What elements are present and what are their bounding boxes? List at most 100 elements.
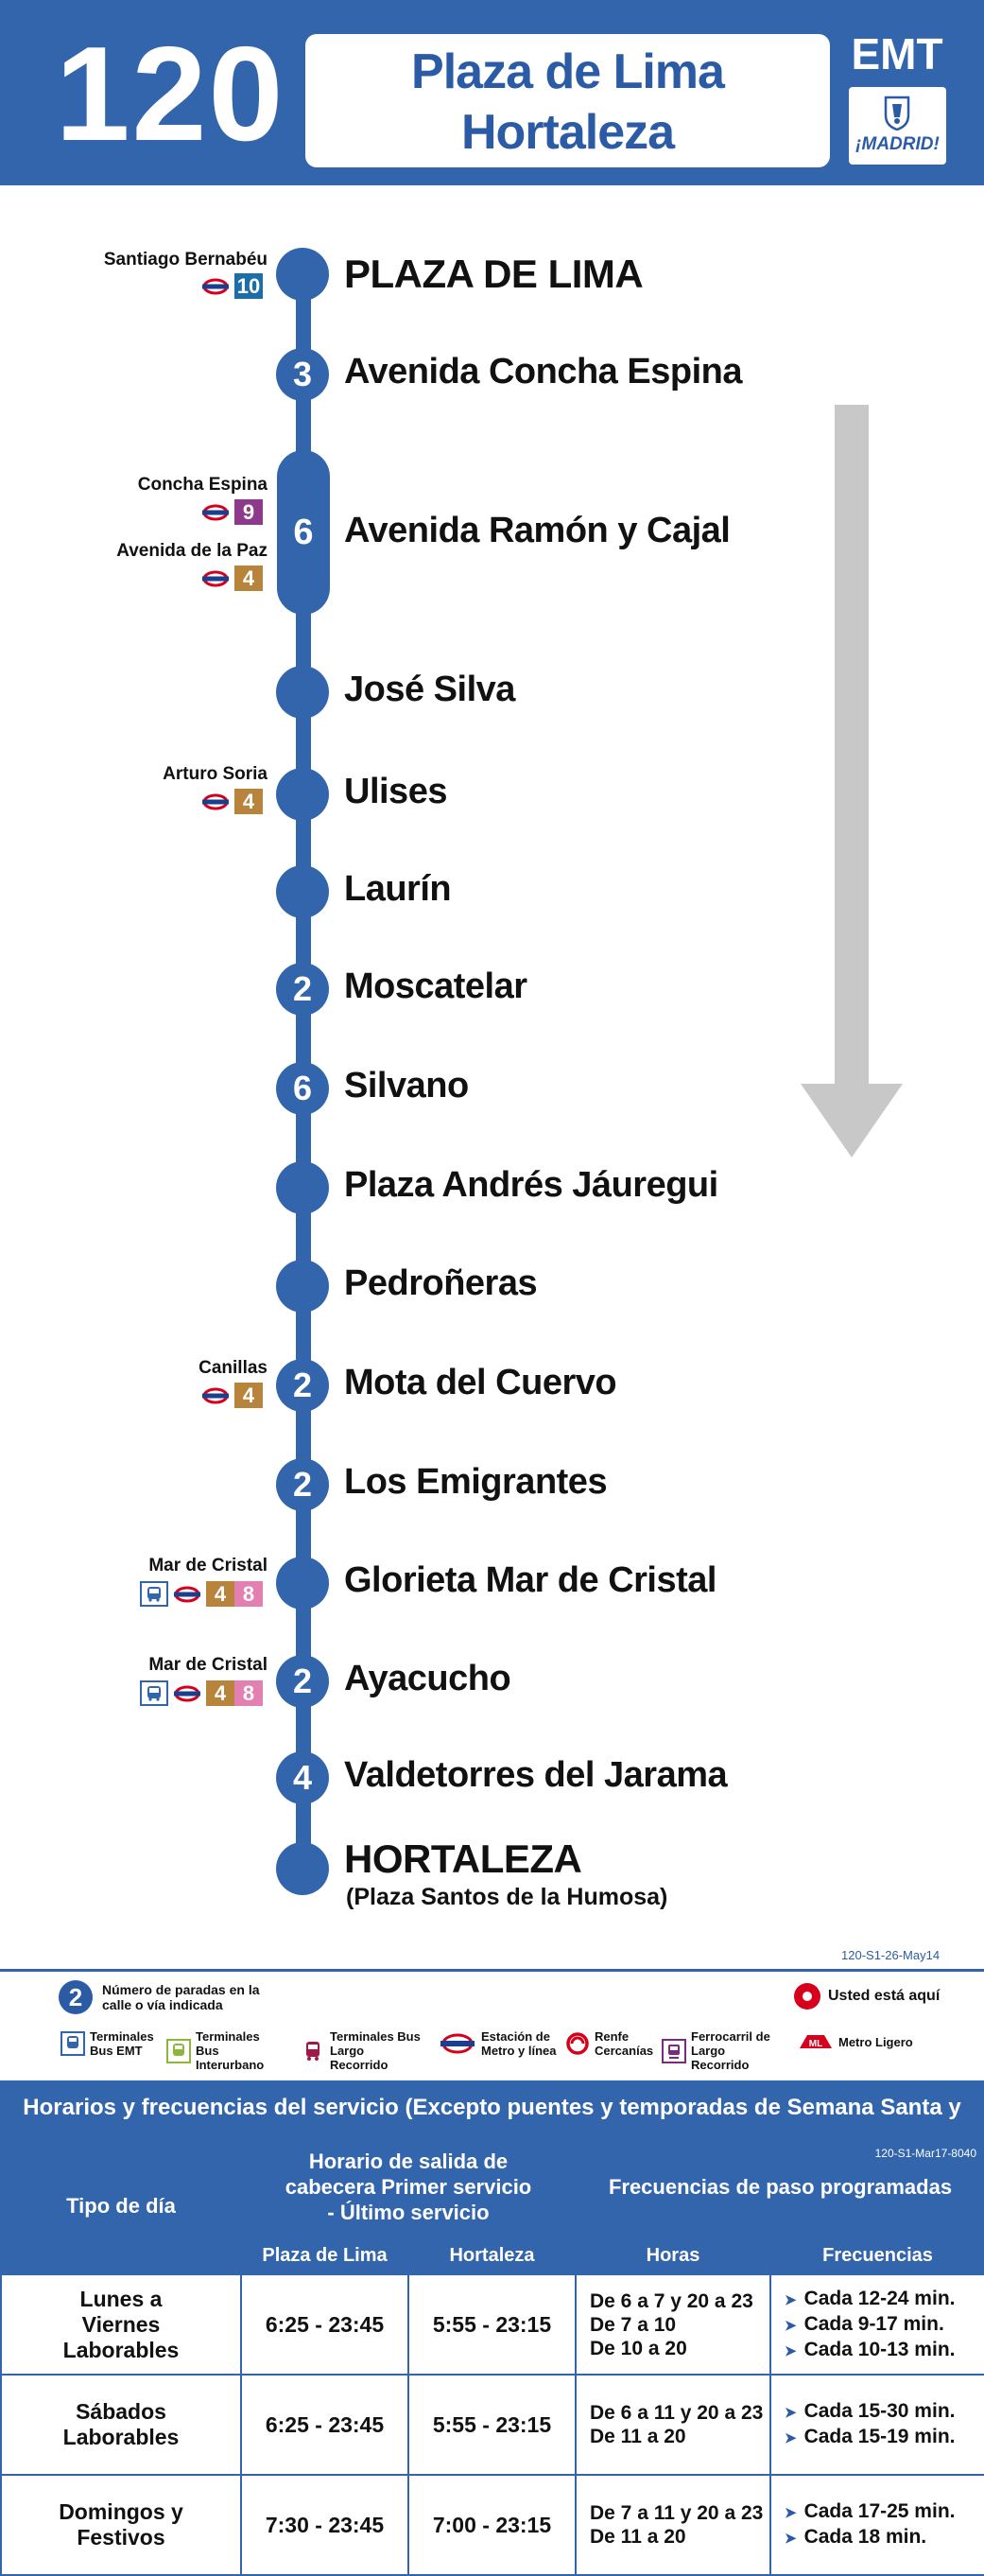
stop-dot[interactable] (276, 768, 329, 821)
stop-dot[interactable] (276, 1260, 329, 1313)
day-type-text: Sábados Laborables (62, 2399, 180, 2449)
col-header-day: Tipo de día (0, 2135, 242, 2275)
frequency-item: ➤Cada 15-19 min. (785, 2425, 984, 2450)
stop-name: Ulises (344, 772, 447, 811)
legend-ref-code: 120-S1-26-May14 (841, 1948, 941, 1962)
you-are-here-text: Usted está aquí (828, 1988, 941, 2004)
schedule-title: Horarios y frecuencias del servicio (Exc… (0, 2080, 984, 2175)
stop-dot[interactable] (276, 1557, 329, 1610)
hours-item: De 7 a 11 y 20 a 23 (590, 2502, 764, 2524)
day-type: Lunes a Viernes Laborables (0, 2273, 242, 2376)
legend-item: ML Metro Ligero (798, 2029, 913, 2054)
hours-item: De 10 a 20 (590, 2337, 687, 2359)
stop-dot[interactable] (276, 1161, 329, 1214)
stop-dot[interactable] (276, 865, 329, 918)
metro-connection[interactable]: 4 8 (140, 1680, 263, 1706)
frequency-text: Cada 18 min. (803, 2526, 927, 2548)
stop-dot[interactable]: 4 (276, 1751, 329, 1804)
metro-icon (202, 570, 229, 586)
metro-line-badge: 8 (234, 1680, 263, 1706)
legend-text: Metro Ligero (838, 2034, 913, 2049)
metro-station-name: Mar de Cristal (148, 1655, 268, 1675)
stop-name: Pedroñeras (344, 1263, 538, 1303)
direction-arrow-icon (801, 405, 903, 1157)
day-type-text: Domingos y Festivos (59, 2499, 183, 2550)
frequency-item: ➤Cada 18 min. (785, 2525, 984, 2550)
hours-item: De 11 a 20 (590, 2526, 686, 2548)
col-header-frequency-text: Frecuencias de paso programadas (608, 2174, 953, 2199)
col-header-departure: Horario de salida de cabecera Primer ser… (240, 2135, 577, 2237)
legend-text: Estación de Metro y línea (481, 2029, 557, 2058)
hours-item: De 11 a 20 (590, 2426, 686, 2447)
stop-name: Ayacucho (344, 1659, 511, 1698)
stop-dot[interactable]: 2 (276, 963, 329, 1016)
madrid-shield-icon (884, 96, 910, 131)
frequency-text: Cada 15-30 min. (803, 2400, 956, 2422)
legend-item: Terminales Bus EMT (60, 2029, 156, 2058)
schedule-code: 120-S1-Mar17-8040 (874, 2147, 977, 2160)
schedule-row: Lunes a Viernes Laborables 6:25 - 23:45 … (0, 2273, 984, 2376)
frequency-list: ➤Cada 12-24 min. ➤Cada 9-17 min. ➤Cada 1… (768, 2273, 984, 2376)
hortaleza-times: 5:55 - 23:15 (407, 2374, 577, 2476)
stop-dot[interactable]: 3 (276, 348, 329, 401)
stop-dot[interactable]: 2 (276, 1359, 329, 1412)
hours-list: De 6 a 7 y 20 a 23 De 7 a 10 De 10 a 20 (575, 2273, 771, 2376)
arrow-right-icon: ➤ (785, 2505, 797, 2521)
subheader-frequencies: Frecuencias (768, 2236, 984, 2275)
stop-dot[interactable]: 2 (276, 1458, 329, 1511)
metro-line-badge: 9 (234, 499, 263, 525)
metro-line-badge: 8 (234, 1581, 263, 1607)
subheader-plaza: Plaza de Lima (240, 2236, 409, 2275)
legend-text: Renfe Cercanías (595, 2029, 654, 2058)
subheader-hortaleza: Hortaleza (407, 2236, 577, 2275)
stop-dot[interactable] (276, 1842, 329, 1895)
arrow-right-icon: ➤ (785, 2430, 797, 2446)
subheader-hours: Horas (575, 2236, 771, 2275)
stop-dot[interactable] (276, 248, 329, 301)
metro-station-name: Mar de Cristal (148, 1556, 268, 1575)
metro-station-name: Avenida de la Paz (116, 541, 268, 561)
arrow-right-icon: ➤ (785, 2317, 797, 2334)
metro-station-name: Arturo Soria (163, 764, 268, 784)
legend-item: Ferrocarril de Largo Recorrido (662, 2029, 782, 2072)
stop-dot[interactable]: 6 (277, 450, 330, 615)
emt-logo: EMT (851, 29, 943, 78)
stop-dot[interactable]: 2 (276, 1655, 329, 1708)
frequency-item: ➤Cada 12-24 min. (785, 2287, 984, 2312)
metro-connection[interactable]: 9 (200, 499, 263, 525)
stop-name: Moscatelar (344, 966, 527, 1006)
metro-connection[interactable]: 4 (200, 789, 263, 814)
stop-name: Glorieta Mar de Cristal (344, 1560, 716, 1600)
stop-name: Los Emigrantes (344, 1462, 608, 1502)
stop-name: Mota del Cuervo (344, 1363, 617, 1402)
metro-connection[interactable]: 4 (200, 1383, 263, 1408)
metro-line-badge: 4 (234, 566, 263, 591)
day-type-text: Lunes a Viernes Laborables (62, 2286, 180, 2362)
stop-dot[interactable]: 6 (276, 1062, 329, 1115)
stop-name: PLAZA DE LIMA (344, 252, 644, 296)
madrid-logo: ¡MADRID! (849, 87, 946, 165)
metro-connection[interactable]: 4 (200, 566, 263, 591)
stop-name: Laurín (344, 869, 452, 909)
day-type: Domingos y Festivos (0, 2474, 242, 2576)
stop-dot[interactable] (276, 666, 329, 719)
legend-divider (0, 1969, 984, 1972)
metro-icon (202, 278, 229, 294)
bus-terminal-icon (140, 1581, 168, 1607)
hours-list: De 7 a 11 y 20 a 23 De 11 a 20 (575, 2474, 771, 2576)
metro-connection[interactable]: 10 (200, 273, 263, 299)
hours-item: De 6 a 7 y 20 a 23 (590, 2289, 753, 2312)
frequency-item: ➤Cada 15-30 min. (785, 2399, 984, 2425)
metro-line-badge: 4 (234, 789, 263, 814)
train-icon (662, 2038, 686, 2063)
col-header-frequency: 120-S1-Mar17-8040 Frecuencias de paso pr… (574, 2135, 984, 2237)
legend-text: Terminales Bus EMT (90, 2029, 154, 2058)
metro-icon (202, 1387, 229, 1403)
route-destination: Hortaleza (460, 105, 675, 160)
metro-connection[interactable]: 4 8 (140, 1581, 263, 1607)
legend-item: Estación de Metro y línea (439, 2029, 568, 2058)
frequency-item: ➤Cada 17-25 min. (785, 2499, 984, 2525)
legend-item: Terminales Bus Interurbano (166, 2029, 281, 2072)
route-origin: Plaza de Lima (411, 44, 725, 99)
stop-count-legend-text: Número de paradas en la calle o vía indi… (102, 1982, 260, 2012)
